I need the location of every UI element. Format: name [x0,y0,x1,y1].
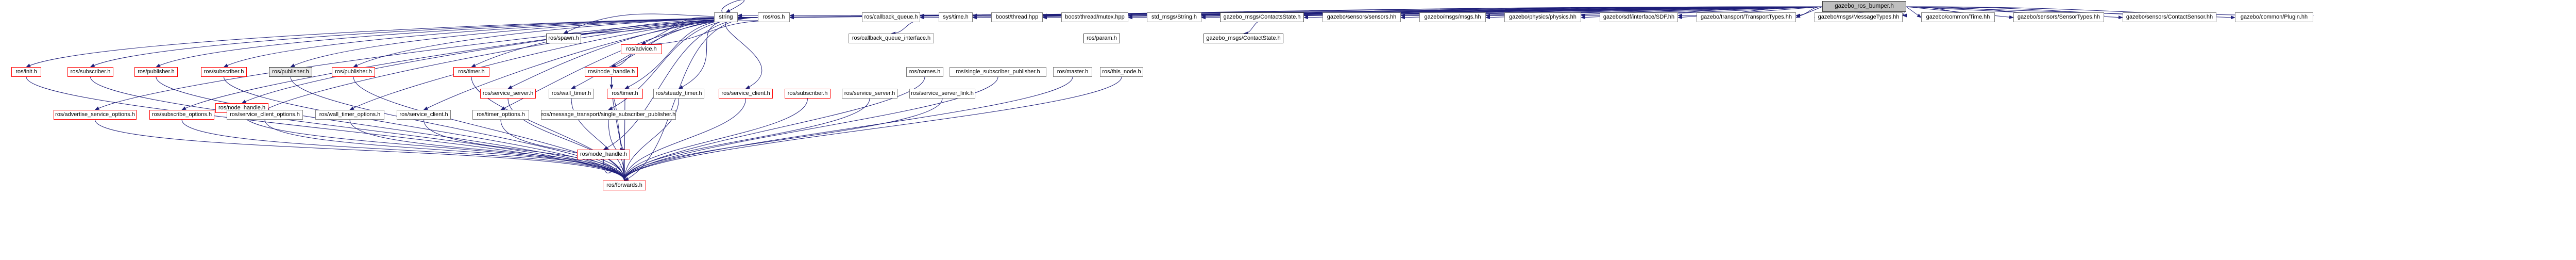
graph-edge [471,76,626,181]
graph-node[interactable]: ros/callback_queue_interface.h [849,34,934,43]
graph-node[interactable]: ros/subscriber.h [67,67,113,77]
graph-node[interactable]: ros/service_server.h [480,89,536,99]
graph-edge [622,98,746,181]
graph-edge [622,98,943,181]
graph-edge [603,17,758,150]
graph-edge [290,76,626,181]
graph-node[interactable]: ros/subscribe_options.h [149,110,214,120]
graph-node[interactable]: gazebo/sensors/sensors.hh [1323,12,1401,22]
graph-node[interactable]: ros/subscriber.h [201,67,247,77]
graph-node[interactable]: ros/wall_timer_options.h [315,110,384,120]
graph-edge [264,119,626,181]
graph-edge [500,119,626,181]
graph-edge [725,17,762,89]
graph-node[interactable]: gazebo/msgs/msgs.hh [1419,12,1486,22]
graph-edge [571,17,758,89]
graph-node[interactable]: ros/advice.h [621,44,662,54]
graph-edge [349,119,626,181]
graph-edge [471,17,758,68]
graph-node[interactable]: gazebo/msgs/MessageTypes.hh [1815,12,1903,22]
graph-edge [1906,6,1922,18]
graph-node[interactable]: gazebo/sensors/SensorTypes.hh [2013,12,2104,22]
graph-edge [624,17,758,181]
graph-edge [90,76,626,181]
graph-edge [622,98,870,181]
graph-node[interactable]: ros/wall_timer.h [549,89,594,99]
graph-edge [181,119,626,181]
graph-node[interactable]: gazebo/sensors/ContactSensor.hh [2123,12,2216,22]
graph-root-node[interactable]: gazebo_ros_bumper.h [1822,1,1906,12]
graph-node[interactable]: std_msgs/String.h [1147,12,1201,22]
graph-edge [678,17,758,89]
graph-node[interactable]: ros/param.h [1083,34,1120,43]
graph-edge [891,20,921,36]
graph-edge [1906,6,2014,19]
graph-edge [94,17,758,110]
graph-edge [264,17,758,110]
graph-node[interactable]: ros/service_client.h [719,89,773,99]
graph-node[interactable]: gazebo/sdf/interface/SDF.hh [1600,12,1678,22]
graph-edge [181,17,758,110]
graph-node[interactable]: ros/single_subscriber_publisher.h [950,67,1046,77]
graph-node[interactable]: ros/callback_queue.h [862,12,920,22]
graph-edge [641,20,773,46]
graph-edge [1795,6,1823,18]
graph-node[interactable]: ros/forwards.h [603,181,646,190]
graph-edge [242,112,626,181]
graph-node[interactable]: string [714,12,738,22]
graph-node[interactable]: ros/service_server.h [842,89,897,99]
graph-edge [622,76,1073,181]
graph-node[interactable]: gazebo_msgs/ContactsState.h [1220,12,1304,22]
graph-node[interactable]: ros/publisher.h [332,67,375,77]
graph-node[interactable]: ros/service_client.h [397,110,451,120]
graph-node[interactable]: ros/publisher.h [269,67,312,77]
graph-node[interactable]: sys/time.h [939,12,973,22]
graph-node[interactable]: gazebo/common/Time.hh [1921,12,1995,22]
graph-node[interactable]: ros/service_server_link.h [909,89,975,99]
graph-node[interactable]: ros/master.h [1053,67,1092,77]
graph-edge [95,119,626,181]
graph-edge [423,17,758,110]
graph-node[interactable]: ros/init.h [11,67,41,77]
graph-node[interactable]: gazebo/transport/TransportTypes.hh [1697,12,1796,22]
graph-node[interactable]: gazebo_msgs/ContactState.h [1204,34,1283,43]
graph-node[interactable]: ros/service_client_options.h [227,110,303,120]
graph-node[interactable]: ros/steady_timer.h [653,89,704,99]
graph-edge [622,76,1122,181]
graph-edge [156,76,626,181]
graph-node[interactable]: boost/thread.hpp [991,12,1043,22]
graph-node[interactable]: ros/message_transport/single_subscriber_… [541,110,676,120]
graph-node[interactable]: ros/timer.h [607,89,643,99]
graph-node[interactable]: boost/thread/mutex.hpp [1061,12,1128,22]
graph-node[interactable]: ros/node_handle.h [577,150,630,159]
graph-edge [1795,6,1823,18]
graph-node[interactable]: gazebo/common/Plugin.hh [2235,12,2313,22]
graph-edge [349,17,758,110]
graph-node[interactable]: ros/timer_options.h [472,110,529,120]
graph-edge [423,119,626,181]
graph-node[interactable]: ros/timer.h [453,67,489,77]
graph-node[interactable]: ros/names.h [906,67,943,77]
graph-edge [1243,20,1263,36]
graph-node[interactable]: ros/ros.h [758,12,790,22]
graph-node[interactable]: ros/publisher.h [134,67,178,77]
graph-edge [622,98,679,181]
graph-node[interactable]: ros/this_node.h [1100,67,1143,77]
graph-edge [26,76,626,181]
graph-node[interactable]: ros/advertise_service_options.h [54,110,137,120]
graph-node[interactable]: gazebo/physics/physics.hh [1504,12,1581,22]
graph-node[interactable]: ros/subscriber.h [785,89,831,99]
graph-edge [353,76,626,181]
graph-node[interactable]: ros/node_handle.h [585,67,638,77]
graph-node[interactable]: ros/spawn.h [546,34,581,43]
graph-edge [353,17,758,68]
graph-edge [622,98,808,181]
